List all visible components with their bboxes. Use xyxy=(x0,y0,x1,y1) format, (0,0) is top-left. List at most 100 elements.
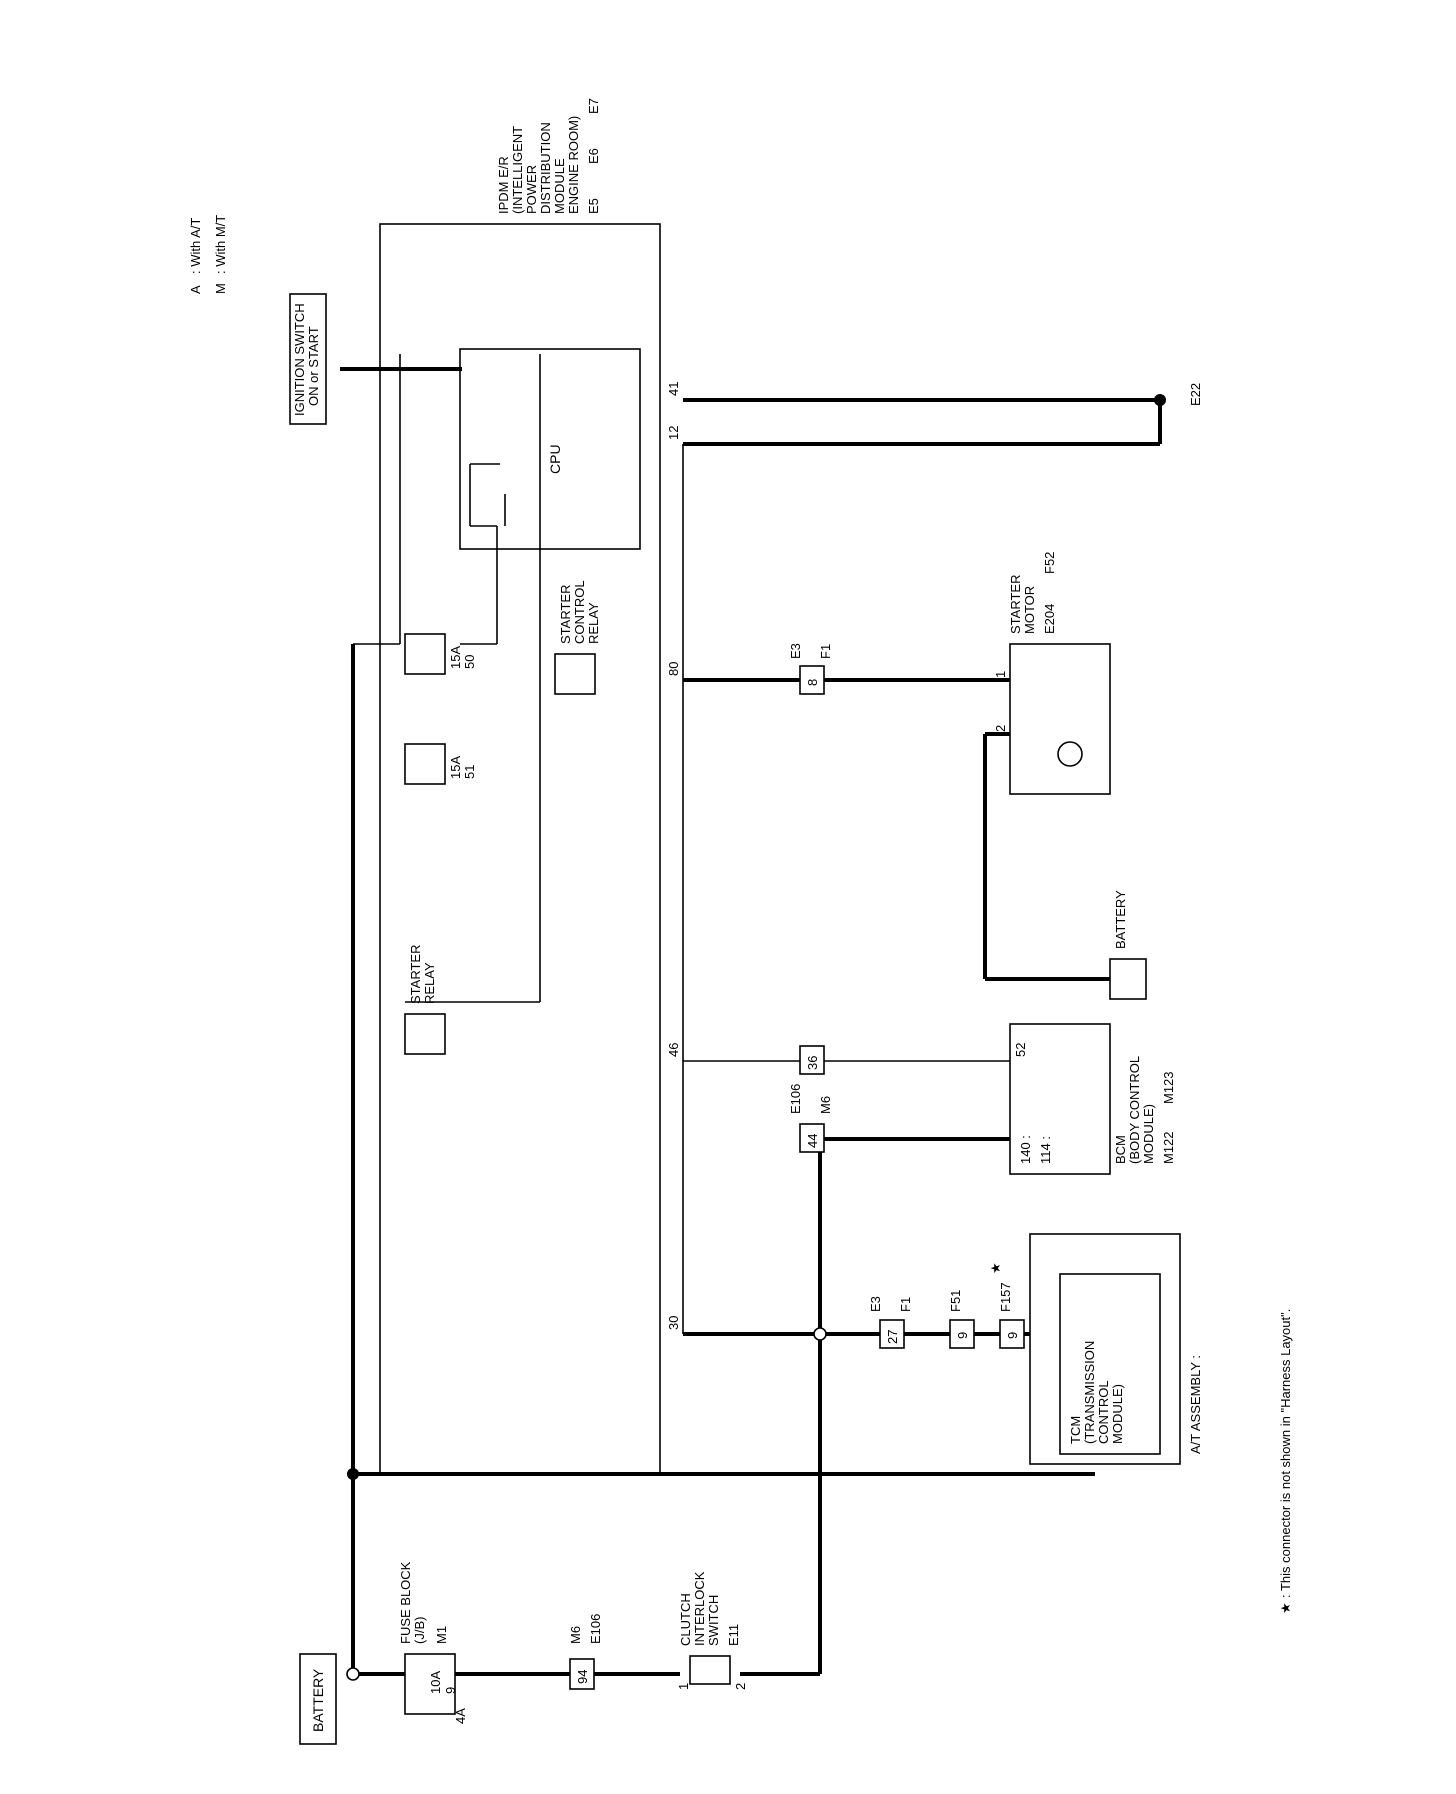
fuse-15a-50-num: 50 xyxy=(462,655,477,669)
battery-main-box xyxy=(299,1653,337,1745)
bcm-terminal-114: 114 : xyxy=(1038,1136,1053,1164)
bcm-connector-m123: M123 xyxy=(1161,1071,1176,1104)
terminal-80: 80 xyxy=(666,662,681,676)
connector-m6-b: M6 xyxy=(568,1626,583,1644)
legend-m-text: : With M/T xyxy=(213,215,228,274)
connector-9b-label: 9 xyxy=(1005,1332,1020,1339)
ignition-switch-box xyxy=(289,293,327,425)
starter-motor-label: STARTER xyxy=(1008,575,1023,634)
legend-a-text: : With A/T xyxy=(188,218,203,274)
starter-relay-label-2: RELAY xyxy=(422,962,437,1004)
connector-94 xyxy=(569,1658,595,1690)
terminal-12: 12 xyxy=(666,426,681,440)
starter-motor-terminal-1: 1 xyxy=(993,671,1008,678)
legend-a-tag: A xyxy=(188,285,203,294)
fuse-15a-50 xyxy=(404,633,446,675)
battery-ground-box xyxy=(1109,958,1147,1000)
connector-27 xyxy=(879,1319,905,1349)
fuse-block-label: FUSE BLOCK xyxy=(398,1561,413,1644)
fuse-15a-51-num: 51 xyxy=(462,765,477,779)
bcm-label-3: MODULE) xyxy=(1141,1104,1156,1164)
wires xyxy=(340,354,1162,1676)
starter-control-relay-box xyxy=(554,653,596,695)
connector-8-label: 8 xyxy=(805,679,820,686)
starter-control-relay-label-2: CONTROL xyxy=(572,580,587,644)
bcm-label: BCM xyxy=(1113,1135,1128,1164)
bcm-connector-m122: M122 xyxy=(1161,1131,1176,1164)
connector-f51: F51 xyxy=(948,1290,963,1312)
clutch-switch-label-2: INTERLOCK xyxy=(692,1571,707,1646)
connector-m6-a: M6 xyxy=(818,1096,833,1114)
connector-f1-a: F1 xyxy=(818,644,833,659)
tcm-label-3: CONTROL xyxy=(1096,1380,1111,1444)
tcm-label-2: (TRANSMISSION xyxy=(1082,1341,1097,1444)
component-labels: BATTERY FUSE BLOCK (J/B) M1 10A 9 4A CLU… xyxy=(188,98,1293,1745)
junction-dot xyxy=(1154,394,1166,406)
fuse-15a-51-amp: 15A xyxy=(448,756,463,779)
connector-9b xyxy=(999,1319,1025,1349)
connector-f157: F157 xyxy=(998,1282,1013,1312)
fuse-15a-50-amp: 15A xyxy=(448,646,463,669)
clutch-terminal-2: 2 xyxy=(733,1683,748,1690)
terminal-46: 46 xyxy=(666,1043,681,1057)
ipdm-label-5: MODULE xyxy=(552,158,567,214)
at-assembly-label: A/T ASSEMBLY : xyxy=(1188,1355,1203,1454)
junctions xyxy=(346,394,1166,1681)
starter-motor-label-2: MOTOR xyxy=(1022,586,1037,634)
cpu-label: CPU xyxy=(547,444,563,474)
ground-e22: E22 xyxy=(1188,383,1203,406)
tcm-label: TCM xyxy=(1068,1416,1083,1444)
starter-control-relay-label-3: RELAY xyxy=(586,602,601,644)
connector-e3-b: E3 xyxy=(868,1296,883,1312)
connector-e106-b: E106 xyxy=(588,1614,603,1644)
connector-36-label: 36 xyxy=(805,1056,820,1070)
connector-9a-label: 9 xyxy=(955,1332,970,1339)
clutch-switch-label: CLUTCH xyxy=(678,1593,693,1646)
terminal-30: 30 xyxy=(666,1316,681,1330)
ipdm-connector-e7: E7 xyxy=(586,98,601,114)
junction-dot xyxy=(347,1468,359,1480)
connector-8 xyxy=(799,665,825,695)
tcm-label-4: MODULE) xyxy=(1110,1384,1125,1444)
fuse-block-connector: M1 xyxy=(434,1626,449,1644)
footnote-star: ★ xyxy=(1278,1602,1293,1614)
connector-44 xyxy=(799,1123,825,1153)
ipdm-label-6: ENGINE ROOM) xyxy=(566,116,581,214)
cpu-box xyxy=(459,348,641,550)
terminal-4a: 4A xyxy=(453,1708,468,1724)
ipdm-connector-e5: E5 xyxy=(586,198,601,214)
clutch-switch-connector: E11 xyxy=(726,1624,741,1646)
ignition-switch-label-2: ON or START xyxy=(306,326,321,406)
starter-motor-connector-e204: E204 xyxy=(1042,604,1057,634)
ipdm-er-box xyxy=(379,223,661,1475)
ipdm-label-4: DISTRIBUTION xyxy=(538,122,553,214)
junction-hollow xyxy=(346,1667,360,1681)
ignition-switch-label: IGNITION SWITCH xyxy=(292,303,307,416)
connector-27-label: 27 xyxy=(885,1330,900,1344)
terminal-41: 41 xyxy=(666,382,681,396)
bcm-label-2: (BODY CONTROL xyxy=(1127,1056,1142,1164)
clutch-switch-box xyxy=(689,1655,731,1685)
ipdm-label: IPDM E/R xyxy=(496,156,511,214)
bcm-box xyxy=(1009,1023,1111,1175)
footnote-text: : This connector is not shown in "Harnes… xyxy=(1278,1309,1293,1598)
fuse-10a-num: 9 xyxy=(443,1687,458,1694)
ipdm-label-2: (INTELLIGENT xyxy=(510,126,525,214)
starter-control-relay-label: STARTER xyxy=(558,585,573,644)
bcm-terminal-52: 52 xyxy=(1013,1043,1028,1057)
starter-relay-label: STARTER xyxy=(408,945,423,1004)
motor-icon xyxy=(1057,741,1083,767)
connector-94-label: 94 xyxy=(575,1670,590,1684)
ipdm-connector-e6: E6 xyxy=(586,148,601,164)
fuse-15a-51 xyxy=(404,743,446,785)
connector-e3-a: E3 xyxy=(788,643,803,659)
connector-9a xyxy=(949,1319,975,1349)
connector-e106-a: E106 xyxy=(788,1084,803,1114)
junction-hollow xyxy=(813,1327,827,1341)
fuse-block-label-2: (J/B) xyxy=(412,1617,427,1644)
fuse-10a-amp: 10A xyxy=(428,1671,443,1694)
starter-motor-connector-f52: F52 xyxy=(1042,552,1057,574)
star-mark: ★ xyxy=(988,1262,1003,1274)
clutch-terminal-1: 1 xyxy=(676,1683,691,1690)
bcm-terminal-140: 140 : xyxy=(1018,1135,1033,1164)
